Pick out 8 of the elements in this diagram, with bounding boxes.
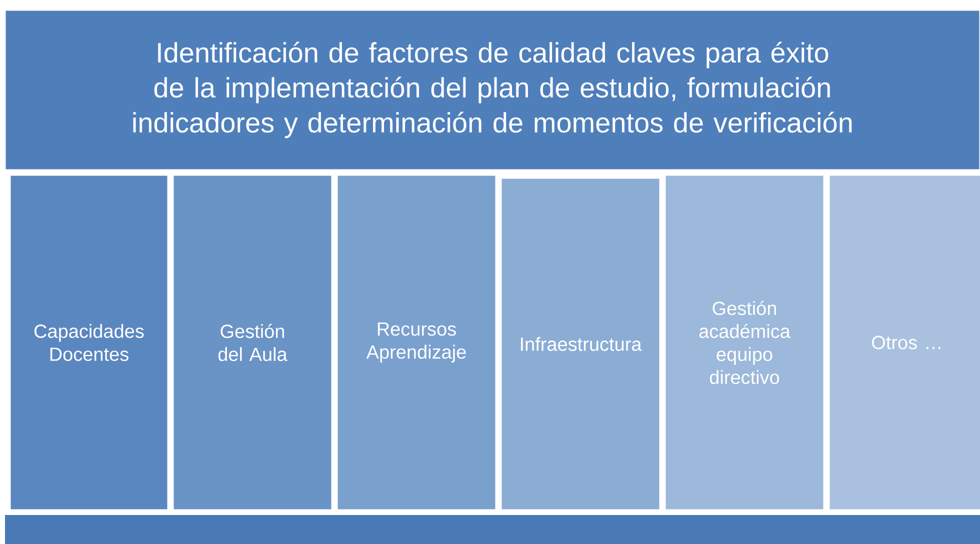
empty-band bbox=[5, 515, 980, 544]
factor-column: Recursos Aprendizaje bbox=[336, 174, 497, 511]
factor-column: Gestión académica equipo directivo bbox=[664, 174, 825, 511]
factor-column: Capacidades Docentes bbox=[9, 174, 169, 511]
factor-column: Otros … bbox=[828, 174, 980, 511]
factor-column: Infraestructura bbox=[500, 177, 661, 511]
title-band: Identificación de factores de calidad claves para éxito de la implementación del plan de estudio, formulación indicadores y determinación de momentos de verificación bbox=[4, 9, 980, 171]
factor-column: Gestión del Aula bbox=[172, 174, 333, 511]
